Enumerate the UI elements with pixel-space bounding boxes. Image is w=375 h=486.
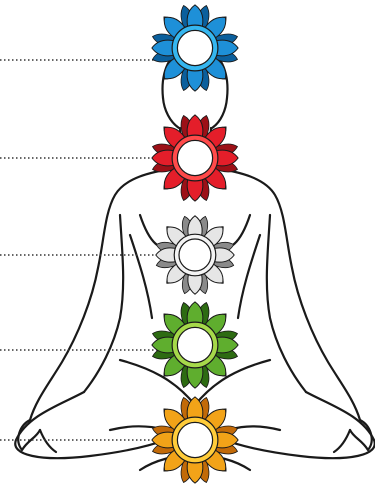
right-shoulder-arm [215, 168, 360, 420]
lotus-centre [177, 327, 212, 362]
left-torso [130, 235, 152, 318]
solar-lotus [152, 302, 238, 388]
lotus-centre [179, 239, 211, 271]
base-lotus [152, 397, 238, 483]
right-fingers [334, 430, 350, 452]
leader-lines [0, 60, 161, 440]
lotus-centre [177, 422, 212, 457]
left-shoulder-arm [30, 168, 176, 420]
throat-lotus [152, 115, 238, 201]
lotus-centre [177, 140, 212, 175]
right-torso [238, 235, 260, 318]
heart-lotus [156, 216, 234, 294]
lotus-centre [177, 30, 212, 65]
chakra-lotuses [152, 5, 238, 483]
left-fingers [40, 430, 56, 452]
head-left-jaw [163, 98, 179, 128]
top-lotus [152, 5, 238, 91]
